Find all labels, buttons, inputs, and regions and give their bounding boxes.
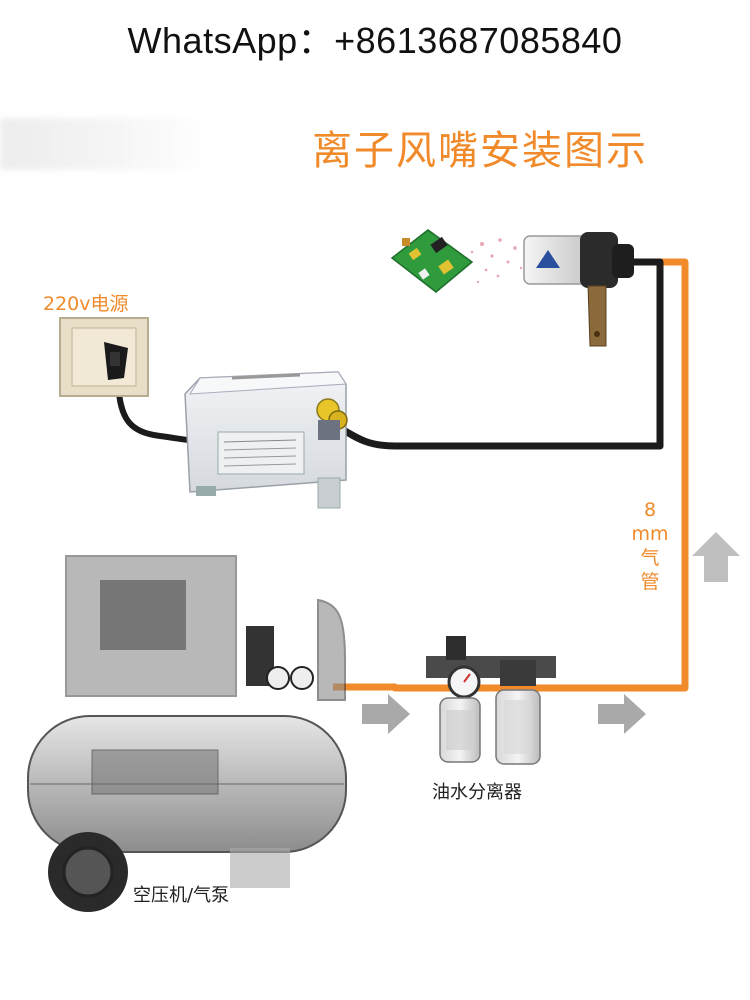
air-tube-label: 8 mm 气 管 (628, 498, 672, 594)
air-tube (333, 258, 689, 692)
page-title: 离子风嘴安装图示 (312, 128, 648, 174)
oil-water-separator-icon (426, 636, 556, 765)
tube-char-2: 管 (640, 571, 660, 593)
tube-unit: mm (631, 523, 669, 545)
flow-arrow-icon-2 (598, 694, 646, 734)
hv-cable (338, 258, 664, 450)
tube-size: 8 (643, 499, 657, 521)
separator-label: 油水分离器 (432, 782, 522, 803)
power-cable (115, 381, 191, 443)
flow-arrow-icon (362, 694, 410, 734)
faded-background-title (0, 118, 210, 170)
air-compressor-icon (27, 555, 347, 912)
high-voltage-generator-icon (184, 371, 348, 509)
tube-char-1: 气 (640, 547, 660, 569)
power-source-label: 220v电源 (43, 293, 129, 315)
ion-particles (470, 238, 523, 284)
circuit-board-icon (390, 229, 474, 293)
wall-outlet-icon (59, 317, 149, 397)
ion-air-nozzle-icon (523, 232, 634, 347)
contact-banner: WhatsApp：+8613687085840 (127, 20, 623, 61)
compressor-label: 空压机/气泵 (133, 885, 230, 906)
flow-arrow-up-icon (692, 532, 740, 582)
